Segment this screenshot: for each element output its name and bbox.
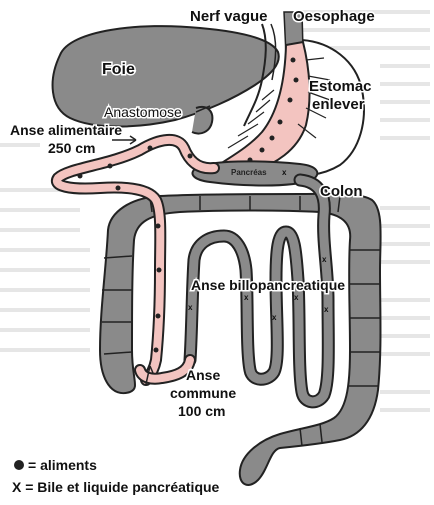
label-commune: commune [170,385,236,401]
vagus-nerve [243,23,267,127]
svg-text:x: x [294,293,299,302]
label-foie: Foie [102,61,135,78]
label-colon: Colon [320,183,363,200]
svg-text:x: x [272,313,277,322]
liver-shape [51,25,280,128]
label-anse: Anse [186,367,220,383]
label-anse-alimentaire: Anse alimentaire [10,122,122,138]
svg-text:x: x [188,303,193,312]
anastomose-pointer [195,105,211,113]
label-estomac: Estomac [309,78,372,95]
colon-haustra [102,195,380,447]
svg-text:x: x [282,168,287,177]
stomach-hatching [227,57,331,149]
bile-x-marks: x x x x x x x [188,168,329,322]
alimentary-limb-fill [52,136,218,384]
legend: = aliments X = Bile et liquide pancréati… [12,457,220,495]
label-enlever: enlever [312,96,365,113]
label-100cm: 100 cm [178,403,225,419]
arrowhead-alimentaire [129,135,137,145]
background-text-texture [0,10,430,412]
alimentary-food-dots [77,145,193,353]
label-anastomose: Anastomose [104,104,182,120]
legend-bile: X = Bile et liquide pancréatique [12,479,220,495]
legend-food-dot-icon [14,460,24,470]
colon-shape [98,192,382,486]
svg-text:x: x [244,293,249,302]
label-nerf-vague: Nerf vague [190,8,268,25]
label-250cm: 250 cm [48,140,95,156]
legend-aliments: = aliments [28,457,97,473]
arrowhead-commune [145,365,154,374]
svg-text:x: x [322,255,327,264]
svg-text:x: x [324,305,329,314]
vagus-nerve-branch [270,23,277,81]
label-pancreas: Pancréas [231,168,267,177]
arrow-anse-commune [145,365,151,385]
biliopancreatic-limb-fill [185,175,333,407]
common-limb-fill [136,356,194,383]
label-anse-billopancreatique: Anse billopancreatique [191,277,345,293]
label-oesophage: Oesophage [293,8,375,25]
